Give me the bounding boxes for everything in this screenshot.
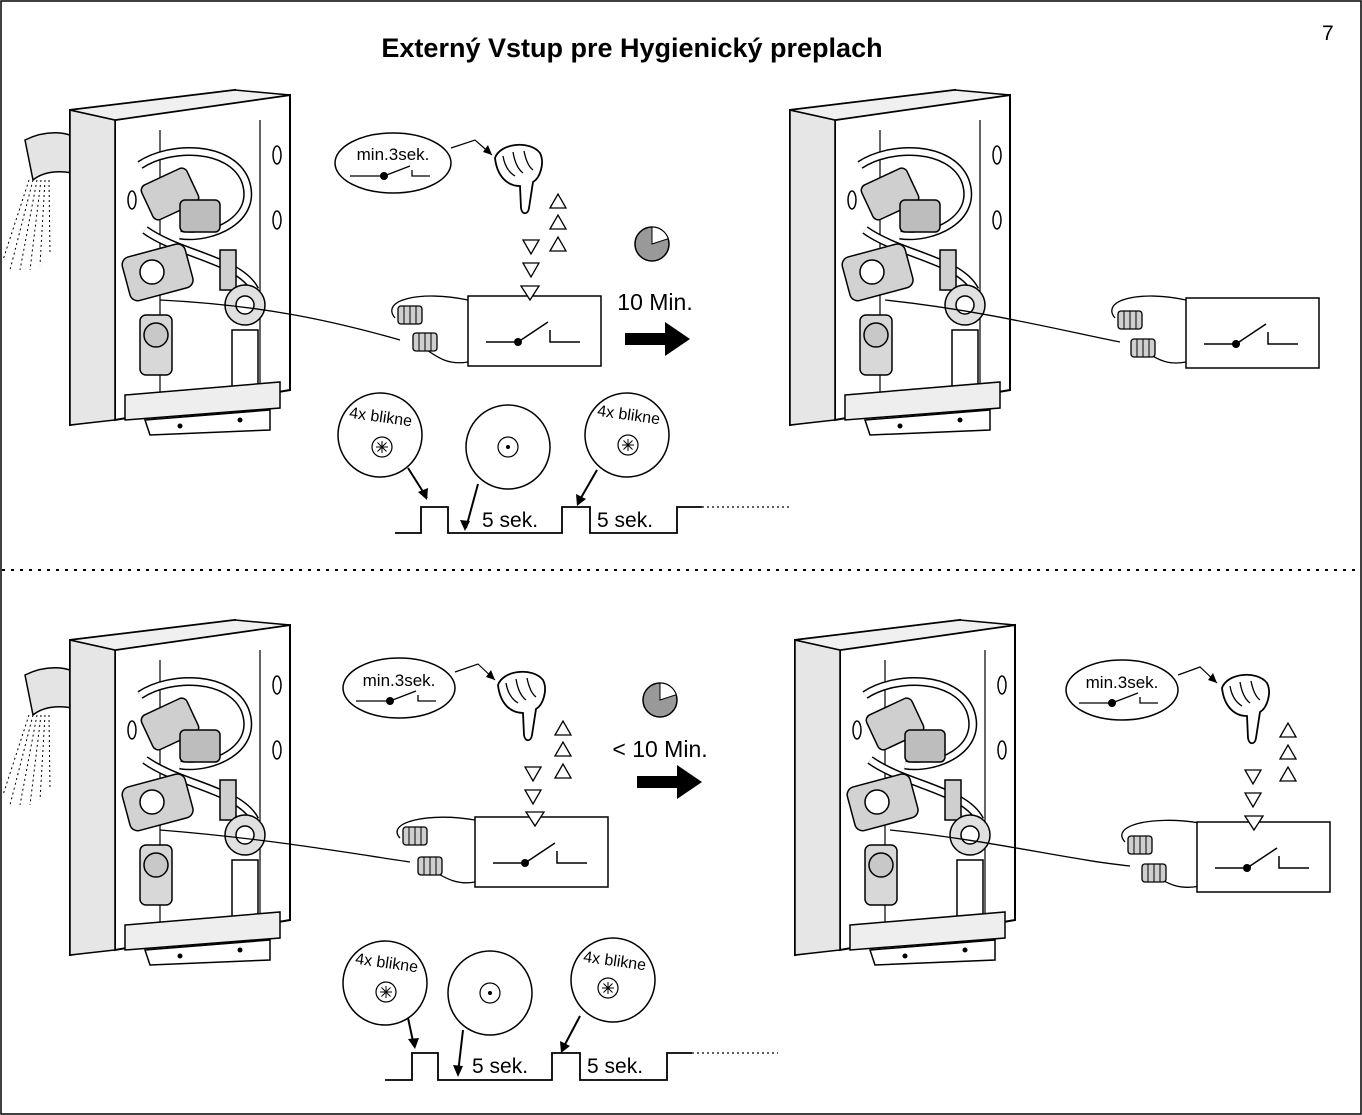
connector-plug-icon	[1141, 863, 1167, 883]
timing-waveform	[385, 1052, 692, 1081]
pointing-hand-icon	[1221, 673, 1270, 745]
timer-icon	[634, 226, 670, 262]
connector-plug-icon	[397, 305, 423, 325]
top-section: min.3sek. 10 Min.	[2, 90, 1320, 534]
page-title: Externý Vstup pre Hygienický preplach	[381, 33, 882, 63]
interval-label: 5 sek.	[597, 509, 653, 532]
connector-plug-icon	[1117, 310, 1143, 330]
duration-label: < 10 Min.	[612, 736, 707, 762]
valve-unit-left	[70, 90, 290, 435]
interval-label: 5 sek.	[472, 1055, 528, 1078]
bottom-section: min.3sek. < 10 Min.	[2, 620, 1331, 1081]
press-duration-bubble-right: min.3sek.	[1065, 659, 1218, 721]
timing-waveform	[395, 506, 702, 534]
valve-unit-left	[70, 620, 290, 965]
interval-label: 5 sek.	[587, 1055, 643, 1078]
led-blink-left: 4x blikne	[342, 940, 428, 1026]
valve-unit-right	[795, 620, 1015, 965]
press-arrows-icon	[523, 719, 573, 828]
led-blink-left: 4x blikne	[337, 392, 423, 478]
valve-unit-right	[790, 90, 1010, 435]
connector-plug-icon	[412, 332, 438, 352]
led-flash-icon	[371, 436, 393, 458]
push-button-switch	[1196, 821, 1331, 893]
led-blink-right: 4x blikne	[584, 392, 670, 478]
press-duration-bubble: min.3sek.	[342, 657, 496, 719]
faucet-spray-icon	[2, 131, 81, 271]
duration-label: 10 Min.	[617, 289, 692, 315]
led-blink-right: 4x blikne	[570, 937, 656, 1023]
press-duration-label: min.3sek.	[357, 145, 430, 164]
connector-plug-icon	[417, 856, 443, 876]
connector-plug-icon	[1130, 338, 1156, 358]
press-arrows-icon	[519, 192, 568, 302]
led-flash-icon	[597, 977, 619, 999]
next-step-arrow-icon	[637, 765, 702, 799]
next-step-arrow-icon	[625, 322, 690, 356]
push-button-switch	[1185, 297, 1320, 369]
push-button-switch	[467, 295, 602, 367]
page-number: 7	[1322, 22, 1334, 45]
led-steady	[465, 404, 551, 490]
press-duration-bubble: min.3sek.	[334, 132, 493, 194]
push-button-switch	[474, 816, 609, 888]
led-steady	[447, 950, 533, 1036]
timer-icon	[642, 682, 678, 718]
connector-plug-icon	[1127, 835, 1153, 855]
led-flash-icon	[617, 434, 639, 456]
pointing-hand-icon	[497, 670, 546, 742]
pointing-hand-icon	[494, 143, 543, 215]
led-flash-icon	[375, 981, 397, 1003]
interval-label: 5 sek.	[482, 509, 538, 532]
press-duration-label: min.3sek.	[363, 671, 436, 690]
connector-plug-icon	[402, 826, 428, 846]
faucet-spray-icon	[2, 666, 81, 806]
press-arrows-icon	[1243, 721, 1298, 832]
press-duration-label: min.3sek.	[1086, 673, 1159, 692]
